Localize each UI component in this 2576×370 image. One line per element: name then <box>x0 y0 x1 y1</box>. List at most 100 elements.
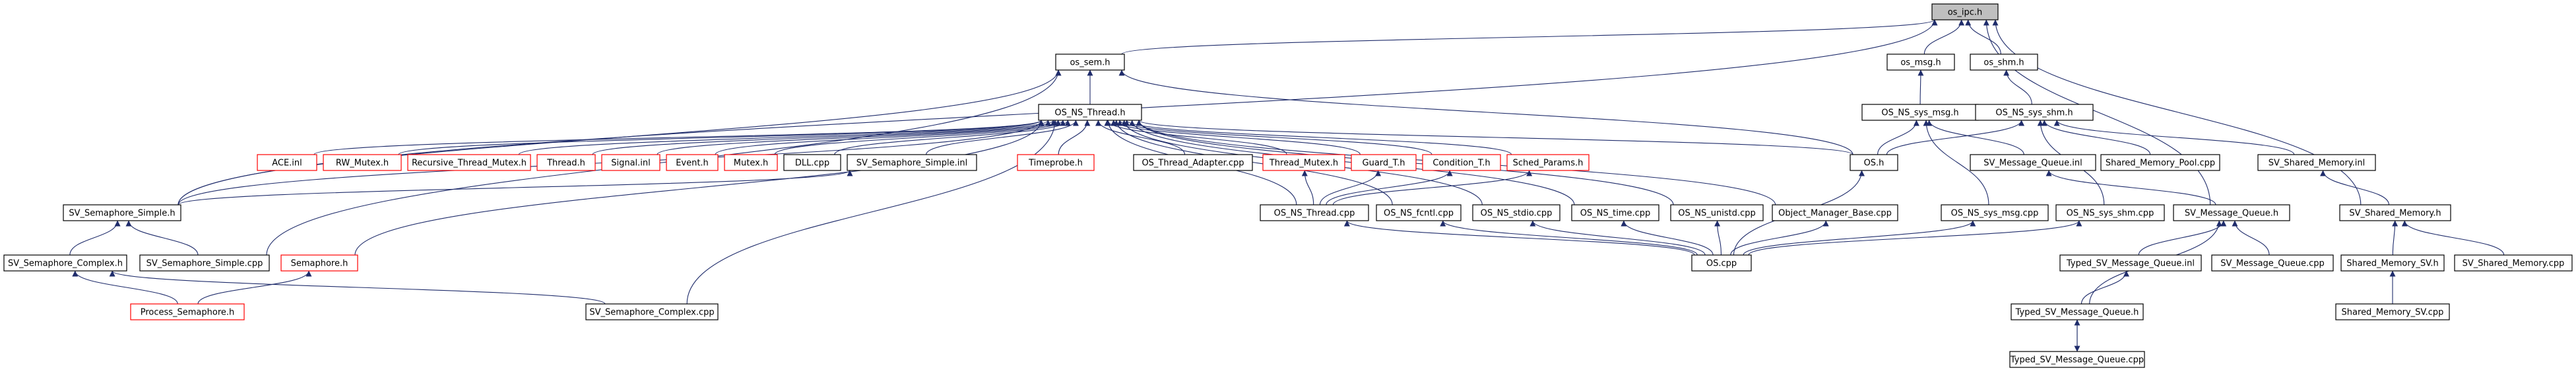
node-label: OS_NS_Thread.cpp <box>1274 209 1355 219</box>
node-thread-mutex-h[interactable]: Thread_Mutex.h <box>1262 154 1345 171</box>
node-sv-message-queue-inl[interactable]: SV_Message_Queue.inl <box>1970 154 2096 171</box>
node-box <box>601 154 660 171</box>
edge-sv-message-queue-inl-to-os-ns-sys-msg-h <box>1926 120 2024 155</box>
node-sv-shared-memory-cpp[interactable]: SV_Shared_Memory.cpp <box>2454 254 2573 272</box>
edge-thread-mutex-h-to-os-ns-thread-h <box>1104 120 1287 155</box>
node-process-semaphore-h[interactable]: Process_Semaphore.h <box>130 303 245 320</box>
edge-path <box>177 69 1062 205</box>
edge-path <box>1095 120 1186 155</box>
node-object-manager-base-cpp[interactable]: Object_Manager_Base.cpp <box>1772 204 1898 221</box>
edge-sv-shared-memory-inl-to-os-ns-sys-shm-h <box>2053 120 2295 155</box>
node-sv-semaphore-simple-cpp[interactable]: SV_Semaphore_Simple.cpp <box>139 254 270 272</box>
edge-path <box>313 120 1045 155</box>
node-sv-semaphore-simple-h[interactable]: SV_Semaphore_Simple.h <box>63 204 181 221</box>
node-label: SV_Semaphore_Complex.h <box>8 259 123 269</box>
node-label: SV_Semaphore_Simple.inl <box>856 159 968 168</box>
edge-os-ns-thread-cpp-to-guard-t-h <box>1319 170 1382 205</box>
node-sv-semaphore-simple-inl[interactable]: SV_Semaphore_Simple.inl <box>847 154 977 171</box>
node-os-ns-sys-msg-h[interactable]: OS_NS_sys_msg.h <box>1861 104 1979 121</box>
node-box <box>1861 104 1979 121</box>
edge-path <box>926 120 1079 155</box>
node-box <box>724 154 778 171</box>
node-label: Signal.inl <box>611 159 651 168</box>
edge-signal-inl-to-os-ns-thread-h <box>657 120 1056 155</box>
node-shared-memory-pool-cpp[interactable]: Shared_Memory_Pool.cpp <box>2100 154 2220 171</box>
node-signal-inl[interactable]: Signal.inl <box>601 154 660 171</box>
node-label: Shared_Memory_SV.h <box>2346 259 2438 269</box>
edge-sv-semaphore-simple-h-to-sv-semaphore-simple-inl <box>177 170 853 205</box>
node-typed-sv-message-queue-inl[interactable]: Typed_SV_Message_Queue.inl <box>2059 254 2202 272</box>
node-timeprobe-h[interactable]: Timeprobe.h <box>1017 154 1095 171</box>
node-os-ipc-h[interactable]: os_ipc.h <box>1931 3 1999 20</box>
edge-path <box>1983 19 2211 205</box>
node-os-ns-fcntl-cpp[interactable]: OS_NS_fcntl.cpp <box>1376 204 1462 221</box>
edge-path <box>1714 220 1722 256</box>
node-label: SV_Shared_Memory.h <box>2349 209 2441 219</box>
edge-path <box>1923 19 1965 55</box>
edge-path <box>1965 19 2001 55</box>
node-os-ns-sys-shm-h[interactable]: OS_NS_sys_shm.h <box>1975 104 2094 121</box>
node-os-ns-sys-shm-cpp[interactable]: OS_NS_sys_shm.cpp <box>2055 204 2165 221</box>
node-box <box>2059 254 2202 272</box>
node-sv-semaphore-complex-cpp[interactable]: SV_Semaphore_Complex.cpp <box>585 303 719 320</box>
node-typed-sv-message-queue-cpp[interactable]: Typed_SV_Message_Queue.cpp <box>2009 351 2145 368</box>
edge-timeprobe-h-to-os-ns-thread-h <box>1058 120 1091 155</box>
edge-layer <box>69 19 2505 352</box>
node-os-ns-stdio-cpp[interactable]: OS_NS_stdio.cpp <box>1472 204 1561 221</box>
node-typed-sv-message-queue-h[interactable]: Typed_SV_Message_Queue.h <box>2011 303 2144 320</box>
node-os-ns-sys-msg-cpp[interactable]: OS_NS_sys_msg.cpp <box>1941 204 2049 221</box>
edge-path <box>354 120 1045 256</box>
node-os-cpp[interactable]: OS.cpp <box>1691 254 1752 272</box>
node-box <box>1970 154 2096 171</box>
node-label: OS_NS_unistd.cpp <box>1678 209 1755 219</box>
edge-sv-semaphore-simple-inl-to-os-ns-thread-h <box>926 120 1079 155</box>
node-os-ns-time-cpp[interactable]: OS_NS_time.cpp <box>1571 204 1659 221</box>
edge-path <box>2041 120 2151 155</box>
edge-os-h-to-os-ns-sys-shm-h <box>1886 120 2024 155</box>
edge-path <box>2045 170 2216 205</box>
node-thread-h[interactable]: Thread.h <box>536 154 596 171</box>
node-os-h[interactable]: OS.h <box>1850 154 1898 171</box>
node-mutex-h[interactable]: Mutex.h <box>724 154 778 171</box>
node-os-ns-thread-h[interactable]: OS_NS_Thread.h <box>1038 104 1142 121</box>
edge-ace-inl-to-os-ns-thread-h <box>313 120 1045 155</box>
edge-os-ns-thread-cpp-to-thread-mutex-h <box>1301 170 1314 205</box>
node-shared-memory-sv-h[interactable]: Shared_Memory_SV.h <box>2340 254 2445 272</box>
edge-os-h-to-os-ns-sys-msg-h <box>1877 120 1919 155</box>
node-box <box>323 154 402 171</box>
node-label: OS.cpp <box>1706 259 1737 269</box>
node-sv-shared-memory-h[interactable]: SV_Shared_Memory.h <box>2339 204 2451 221</box>
node-sv-message-queue-cpp[interactable]: SV_Message_Queue.cpp <box>2211 254 2334 272</box>
node-event-h[interactable]: Event.h <box>666 154 719 171</box>
node-os-ns-unistd-cpp[interactable]: OS_NS_unistd.cpp <box>1670 204 1764 221</box>
node-label: os_sem.h <box>1070 58 1110 68</box>
node-recursive-thread-mutex-h[interactable]: Recursive_Thread_Mutex.h <box>407 154 531 171</box>
node-guard-t-h[interactable]: Guard_T.h <box>1351 154 1417 171</box>
node-sv-shared-memory-inl[interactable]: SV_Shared_Memory.inl <box>2257 154 2376 171</box>
node-os-msg-h[interactable]: os_msg.h <box>1886 54 1955 71</box>
edge-os-cpp-to-os-ns-sys-msg-cpp <box>1743 220 1976 256</box>
edge-path <box>774 120 1066 155</box>
node-rw-mutex-h[interactable]: RW_Mutex.h <box>323 154 402 171</box>
node-ace-inl[interactable]: ACE.inl <box>257 154 317 171</box>
node-os-ns-thread-cpp[interactable]: OS_NS_Thread.cpp <box>1260 204 1369 221</box>
node-os-sem-h[interactable]: os_sem.h <box>1055 54 1125 71</box>
node-dll-cpp[interactable]: DLL.cpp <box>783 154 841 171</box>
edge-path <box>2320 170 2390 205</box>
node-sv-semaphore-complex-h[interactable]: SV_Semaphore_Complex.h <box>3 254 127 272</box>
edge-path <box>2080 270 2129 305</box>
node-sv-message-queue-h[interactable]: SV_Message_Queue.h <box>2173 204 2290 221</box>
edge-os-ns-sys-msg-h-to-os-msg-h <box>1917 69 1924 105</box>
node-semaphore-h[interactable]: Semaphore.h <box>280 254 358 272</box>
edge-path <box>72 270 178 305</box>
node-label: OS_NS_sys_shm.cpp <box>2067 209 2154 219</box>
node-condition-t-h[interactable]: Condition_T.h <box>1422 154 1501 171</box>
node-shared-memory-sv-cpp[interactable]: Shared_Memory_SV.cpp <box>2335 303 2450 320</box>
edge-os-h-to-os-sem-h <box>1118 69 1853 155</box>
node-os-thread-adapter-cpp[interactable]: OS_Thread_Adapter.cpp <box>1133 154 1253 171</box>
node-label: OS_NS_stdio.cpp <box>1481 209 1553 219</box>
node-box <box>139 254 270 272</box>
node-os-shm-h[interactable]: os_shm.h <box>1970 54 2038 71</box>
node-sched-params-h[interactable]: Sched_Params.h <box>1506 154 1590 171</box>
node-box <box>1571 204 1659 221</box>
